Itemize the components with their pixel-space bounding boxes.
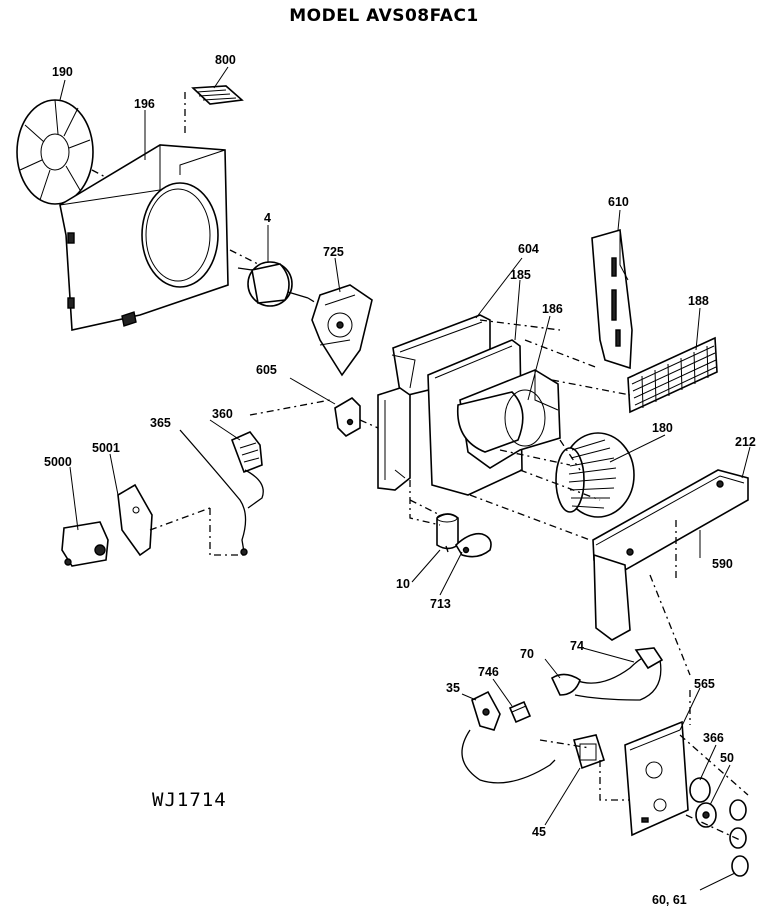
label-5000: 5000	[44, 455, 72, 469]
label-605: 605	[256, 363, 277, 377]
leader-lines	[59, 66, 751, 891]
label-35: 35	[446, 681, 460, 695]
label-50: 50	[720, 751, 734, 765]
control-panel-565	[624, 720, 689, 837]
label-725: 725	[323, 245, 344, 259]
label-360: 360	[212, 407, 233, 421]
label-185: 185	[510, 268, 531, 282]
base-pan-212-590	[592, 469, 749, 676]
label-610: 610	[608, 195, 629, 209]
knob-366	[689, 777, 711, 803]
blower-scroll-186	[456, 369, 561, 469]
label-604: 604	[518, 242, 539, 256]
power-cord-5000	[61, 521, 109, 567]
switch-360	[230, 431, 263, 474]
label-713: 713	[430, 597, 451, 611]
label-565: 565	[694, 677, 715, 691]
label-746: 746	[478, 665, 499, 679]
cord-bracket-5001	[117, 483, 153, 557]
label-4: 4	[264, 211, 271, 225]
label-70: 70	[520, 647, 534, 661]
grille-188	[627, 336, 718, 414]
label-590: 590	[712, 557, 733, 571]
label-365: 365	[150, 416, 171, 430]
blower-wheel-180	[555, 432, 635, 518]
bracket-605	[334, 396, 406, 441]
label-186: 186	[542, 302, 563, 316]
motor-bracket-725	[311, 284, 373, 377]
knob-50	[695, 802, 717, 828]
diagram-title: MODEL AVS08FAC1	[289, 6, 479, 26]
connector-746	[508, 700, 532, 724]
capacitor-10	[436, 513, 459, 553]
label-190: 190	[52, 65, 73, 79]
label-10: 10	[396, 577, 410, 591]
label-366: 366	[703, 731, 724, 745]
drawing-code: WJ1714	[152, 789, 227, 811]
side-panel-610	[591, 228, 633, 370]
label-180: 180	[652, 421, 673, 435]
part-labels: 190 800 196 4 725 610 604 185 186 188 60…	[44, 53, 756, 907]
fan-shroud-196	[59, 144, 261, 331]
label-5001: 5001	[92, 441, 120, 455]
label-800: 800	[215, 53, 236, 67]
selector-switch-45	[572, 734, 605, 770]
label-188: 188	[688, 294, 709, 308]
assembly-lines	[149, 319, 749, 841]
knobs-60-61	[729, 799, 749, 877]
label-45: 45	[532, 825, 546, 839]
partition-support	[377, 387, 411, 491]
thermostat-35	[461, 690, 556, 784]
filter-part-800	[184, 85, 244, 135]
wire-harness-70-74	[550, 647, 664, 701]
label-196: 196	[134, 97, 155, 111]
label-212: 212	[735, 435, 756, 449]
capacitor-strap-713	[454, 532, 492, 558]
label-74: 74	[570, 639, 584, 653]
motor-4	[237, 261, 361, 331]
label-60-61: 60, 61	[652, 893, 687, 907]
